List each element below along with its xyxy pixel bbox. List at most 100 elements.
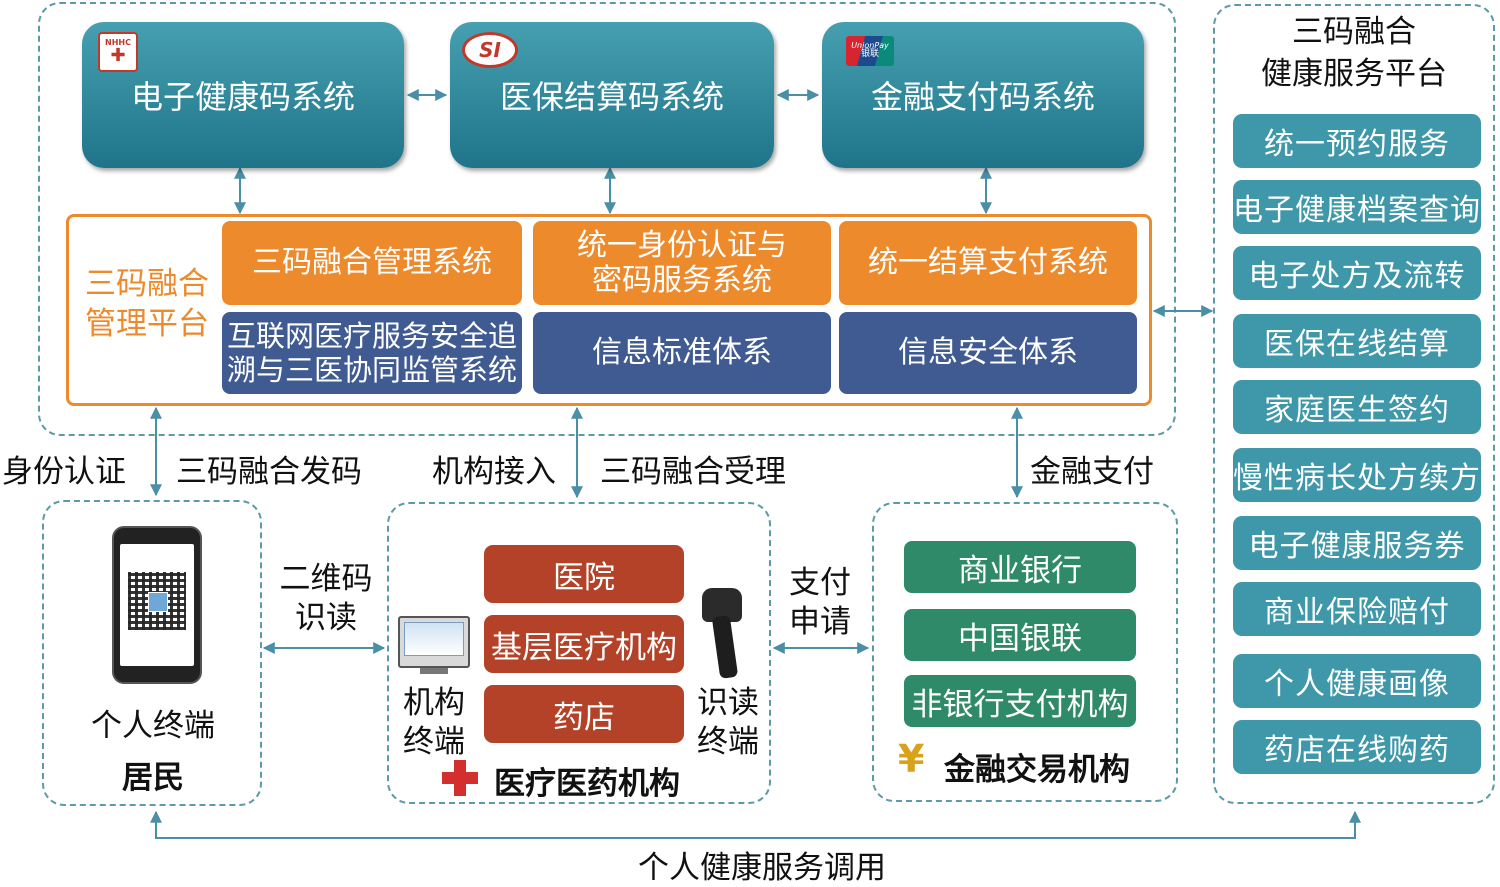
finance-region <box>872 502 1178 802</box>
inst-terminal-line1: 机构 <box>403 685 465 721</box>
red-cross-small-icon: ✚ <box>110 45 126 66</box>
personal-region <box>42 500 262 806</box>
service-item-label: 电子健康服务券 <box>1248 529 1466 564</box>
arrow-health-service-call <box>150 810 1361 839</box>
hospital-box: 医院 <box>484 545 684 603</box>
monitor-stand-icon <box>420 668 448 674</box>
phone-screen <box>120 544 194 666</box>
code-accept-label: 三码融合受理 <box>600 454 786 490</box>
nhhc-logo-text: NHHC <box>105 38 131 47</box>
service-item-label: 个人健康画像 <box>1264 667 1450 702</box>
identity-auth-label: 身份认证 <box>2 454 126 490</box>
service-item-label: 医保在线结算 <box>1264 327 1450 362</box>
supervision-system: 互联网医疗服务安全追 溯与三医协同监管系统 <box>222 312 522 394</box>
management-title-line2: 管理平台 <box>85 306 209 343</box>
unified-settlement-system: 统一结算支付系统 <box>839 221 1137 305</box>
service-item-label: 电子健康档案查询 <box>1233 193 1481 228</box>
pharmacy-box: 药店 <box>484 685 684 743</box>
service-item: 个人健康画像 <box>1233 654 1481 708</box>
red-cross-icon <box>442 760 478 796</box>
avatar <box>148 592 168 612</box>
hospital-label: 医院 <box>553 559 615 596</box>
info-standard-system: 信息标准体系 <box>533 312 831 394</box>
qr-read-label: 二维码 识读 <box>270 560 382 638</box>
service-title-line2: 健康服务平台 <box>1261 55 1447 92</box>
insurance-code-label: 医保结算码系统 <box>499 78 724 116</box>
monitor-icon <box>398 616 470 668</box>
service-item: 统一预约服务 <box>1233 114 1481 168</box>
pay-request-line1: 支付 <box>789 565 851 601</box>
pay-request-line2: 申请 <box>789 603 851 640</box>
non-bank-label: 非银行支付机构 <box>911 686 1129 723</box>
info-standard-label: 信息标准体系 <box>592 335 772 371</box>
unionpay-logo-icon: UnionPay 银联 <box>846 36 894 66</box>
info-security-system: 信息安全体系 <box>839 312 1137 394</box>
management-title-line1: 三码融合 <box>85 266 209 302</box>
service-platform-title: 三码融合 健康服务平台 <box>1216 12 1492 96</box>
unionpay-logo-sub: 银联 <box>860 49 879 60</box>
nhhc-logo-icon: NHHC ✚ <box>98 32 138 72</box>
service-item-label: 家庭医生签约 <box>1264 393 1450 428</box>
health-code-label: 电子健康码系统 <box>130 78 355 116</box>
service-platform-region <box>1213 4 1495 804</box>
service-item: 电子处方及流转 <box>1233 246 1481 300</box>
primary-care-label: 基层医疗机构 <box>491 629 677 666</box>
reader-terminal-label: 识读 终端 <box>686 684 770 762</box>
unionpay-logo-text: UnionPay <box>851 40 889 50</box>
identity-line1: 统一身份认证与 <box>577 227 787 263</box>
resident-label: 居民 <box>122 760 184 796</box>
identity-line2: 密码服务系统 <box>592 263 772 298</box>
commercial-bank-label: 商业银行 <box>958 552 1082 589</box>
service-title-line1: 三码融合 <box>1292 14 1416 50</box>
qr-read-line1: 二维码 <box>279 561 373 597</box>
qr-read-line2: 识读 <box>295 599 357 636</box>
commercial-bank-box: 商业银行 <box>904 541 1136 593</box>
pharmacy-label: 药店 <box>553 699 615 736</box>
inst-terminal-line2: 终端 <box>403 723 465 760</box>
service-item-label: 药店在线购药 <box>1264 733 1450 768</box>
supervision-line1: 互联网医疗服务安全追 <box>226 318 517 353</box>
primary-care-box: 基层医疗机构 <box>484 615 684 673</box>
service-item-label: 统一预约服务 <box>1264 127 1450 162</box>
cross-horizontal <box>442 772 478 784</box>
service-item: 电子健康服务券 <box>1233 516 1481 570</box>
management-platform-title: 三码融合 管理平台 <box>74 264 220 345</box>
medical-region <box>387 502 771 804</box>
settlement-label: 统一结算支付系统 <box>868 245 1108 281</box>
reader-terminal-line2: 终端 <box>697 723 759 760</box>
service-item: 医保在线结算 <box>1233 314 1481 368</box>
supervision-line2: 溯与三医协同监管系统 <box>226 353 517 387</box>
identity-crypto-system: 统一身份认证与 密码服务系统 <box>533 221 831 305</box>
service-item: 商业保险赔付 <box>1233 582 1481 636</box>
top-region <box>38 2 1176 436</box>
code-issue-label: 三码融合发码 <box>176 454 362 490</box>
si-logo-icon: SI <box>462 32 518 68</box>
service-item-label: 电子处方及流转 <box>1248 259 1466 294</box>
qr-code-icon <box>128 572 186 630</box>
fusion-management-system: 三码融合管理系统 <box>222 221 522 305</box>
info-security-label: 信息安全体系 <box>898 335 1078 371</box>
service-item: 电子健康档案查询 <box>1233 180 1481 234</box>
medical-institutions-title: 医疗医药机构 <box>494 766 680 802</box>
si-logo-text: SI <box>479 38 501 62</box>
fusion-management-label: 三码融合管理系统 <box>252 245 492 281</box>
unionpay-label: 中国银联 <box>958 620 1082 657</box>
financial-payment-label: 金融支付 <box>1030 454 1154 490</box>
financial-institutions-title: 金融交易机构 <box>944 752 1130 788</box>
unionpay-box: 中国银联 <box>904 609 1136 661</box>
non-bank-box: 非银行支付机构 <box>904 675 1136 727</box>
yen-icon: ¥ <box>898 737 925 781</box>
personal-terminal-label: 个人终端 <box>91 708 215 744</box>
monitor-screen <box>404 622 464 656</box>
service-item-label: 商业保险赔付 <box>1264 595 1450 630</box>
pay-request-label: 支付 申请 <box>780 564 860 642</box>
barcode-scanner-icon <box>702 588 748 680</box>
service-item: 家庭医生签约 <box>1233 380 1481 434</box>
service-item-label: 慢性病长处方续方 <box>1233 461 1481 496</box>
institution-terminal-label: 机构 终端 <box>388 684 480 762</box>
smartphone-icon <box>112 526 202 684</box>
service-item: 药店在线购药 <box>1233 720 1481 774</box>
scanner-handle <box>711 615 739 679</box>
institution-access-label: 机构接入 <box>432 454 556 490</box>
